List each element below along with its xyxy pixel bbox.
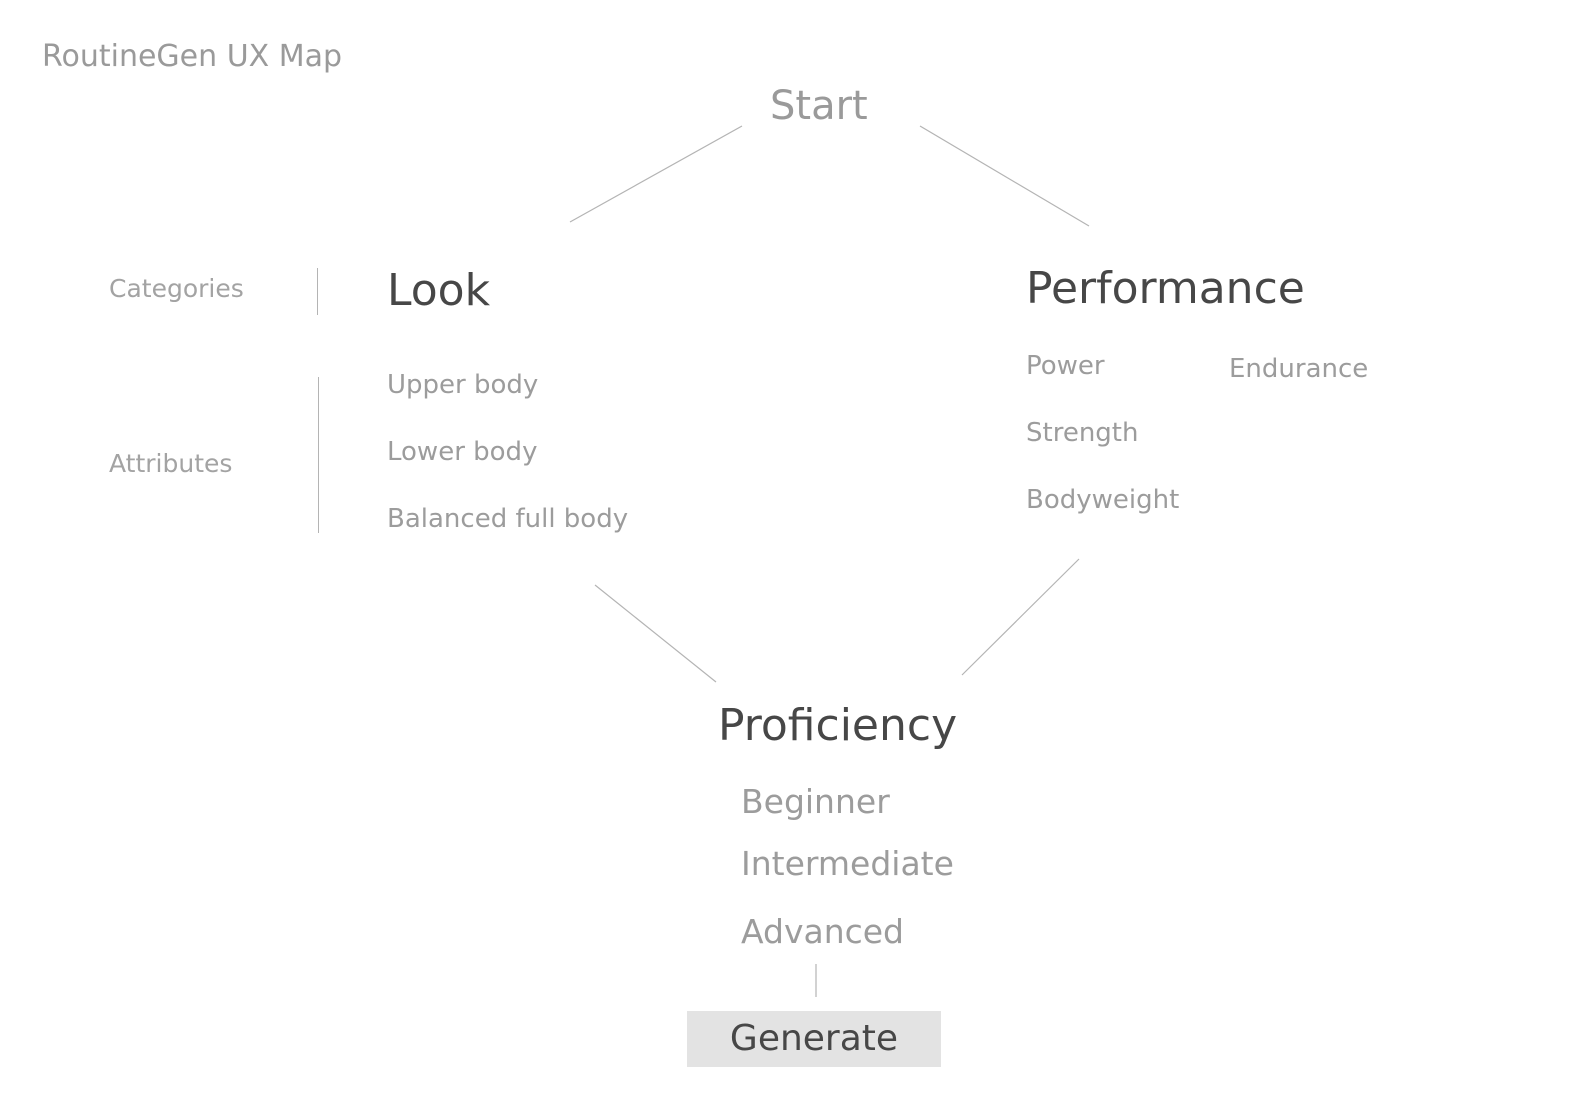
generate-button[interactable]: Generate [687, 1011, 941, 1067]
connector-start-performance [919, 125, 1090, 227]
category-performance[interactable]: Performance [1026, 263, 1305, 314]
attribute-strength[interactable]: Strength [1026, 418, 1139, 448]
categories-divider [317, 268, 318, 315]
connector-start-look [569, 125, 743, 223]
row-label-categories: Categories [109, 274, 244, 303]
attribute-endurance[interactable]: Endurance [1229, 354, 1369, 384]
attribute-upper-body[interactable]: Upper body [387, 370, 539, 400]
attribute-power[interactable]: Power [1026, 351, 1105, 381]
start-node[interactable]: Start [770, 83, 868, 129]
attributes-divider [318, 377, 319, 533]
map-title: RoutineGen UX Map [42, 39, 343, 74]
attribute-lower-body[interactable]: Lower body [387, 437, 538, 467]
row-label-attributes: Attributes [109, 449, 233, 478]
level-intermediate[interactable]: Intermediate [741, 844, 954, 883]
connector-look-proficiency [594, 584, 717, 683]
level-beginner[interactable]: Beginner [741, 782, 890, 821]
attribute-bodyweight[interactable]: Bodyweight [1026, 485, 1180, 515]
connector-performance-proficiency [961, 558, 1080, 676]
proficiency-title: Proficiency [718, 700, 958, 751]
attribute-balanced-full-body[interactable]: Balanced full body [387, 504, 629, 534]
level-advanced[interactable]: Advanced [741, 912, 905, 951]
category-look[interactable]: Look [387, 265, 491, 316]
generate-button-label: Generate [729, 1018, 899, 1059]
